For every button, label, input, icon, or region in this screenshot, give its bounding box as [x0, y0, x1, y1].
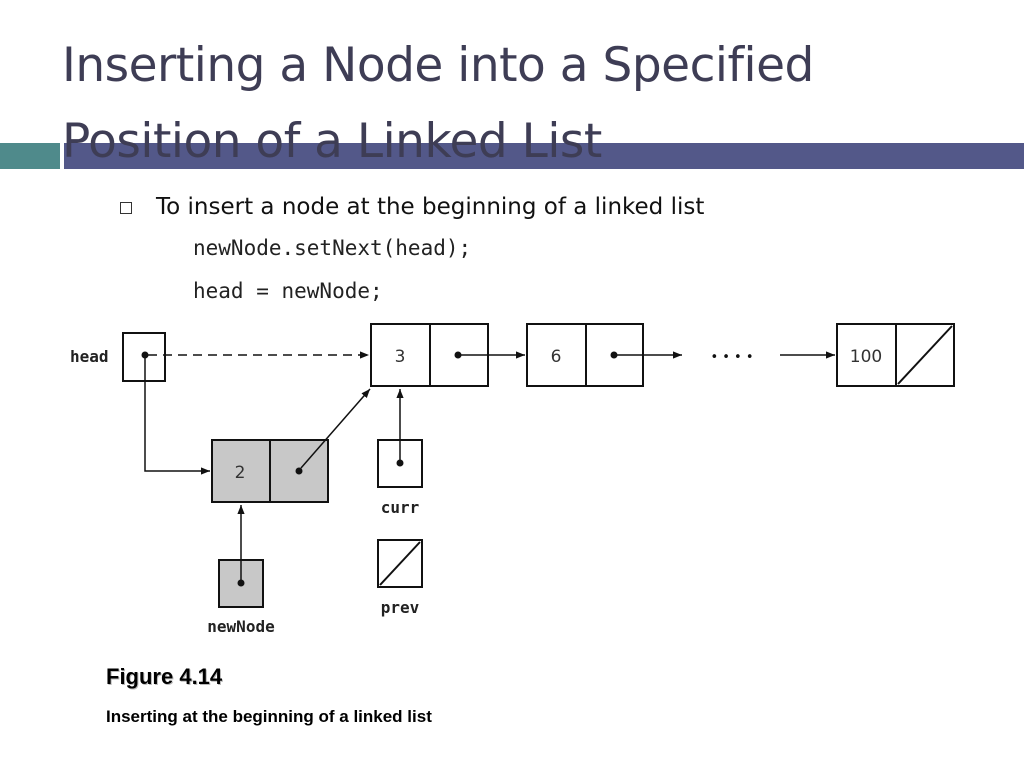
head-pointer-dot: [141, 351, 149, 359]
node-3-value: 3: [395, 347, 406, 367]
figure-caption: Inserting at the beginning of a linked l…: [106, 707, 432, 726]
node-100: 100: [836, 323, 955, 387]
head-to-new-node-arrow: [144, 358, 210, 475]
new-node-next-arrow: [300, 388, 371, 469]
null-pointer-slash: [897, 325, 953, 385]
slide-title-line-2: Position of a Linked List: [62, 114, 602, 169]
slide-title-line-1: Inserting a Node into a Specified: [62, 38, 814, 93]
bullet-item: To insert a node at the beginning of a l…: [120, 189, 704, 225]
prev-label: prev: [381, 598, 420, 617]
node-100-value: 100: [850, 347, 882, 367]
newnode-pointer-dot: [237, 579, 245, 587]
code-line-2: head = newNode;: [193, 279, 383, 303]
node-6-value: 6: [551, 347, 562, 367]
curr-label: curr: [381, 498, 420, 517]
slide-title: Inserting a Node into a Specified Positi…: [62, 28, 962, 180]
bullet-text: To insert a node at the beginning of a l…: [156, 194, 705, 220]
newnode-label: newNode: [207, 617, 274, 636]
prev-null-slash: [379, 541, 421, 586]
new-node-2: 2: [211, 439, 329, 503]
head-label: head: [70, 347, 109, 366]
curr-pointer-dot: [396, 459, 404, 467]
title-accent-bar-purple: [64, 143, 1024, 169]
ellipsis: • • • •: [710, 350, 753, 365]
title-accent-bar-teal: [0, 143, 60, 169]
node-6: 6: [526, 323, 644, 387]
figure-title: Figure 4.14: [106, 664, 223, 689]
new-node-value: 2: [235, 463, 246, 483]
code-line-1: newNode.setNext(head);: [193, 236, 472, 260]
square-bullet-icon: [120, 202, 132, 214]
